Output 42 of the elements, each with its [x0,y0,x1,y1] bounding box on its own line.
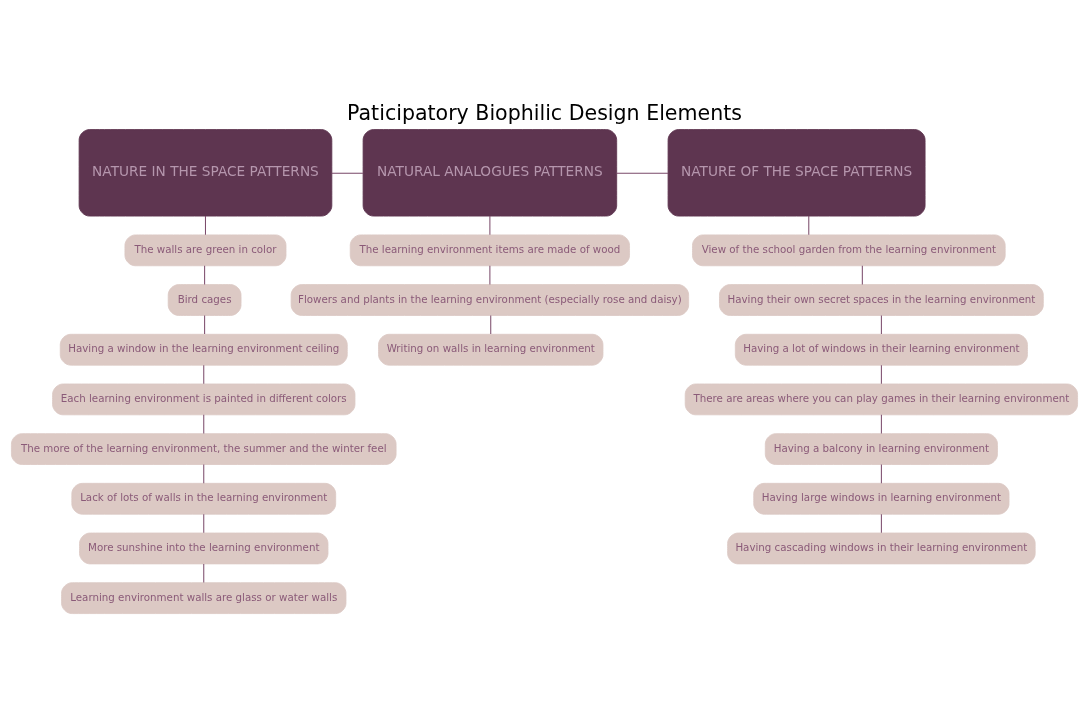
node-box: The learning environment items are made of wood [349,234,630,266]
node-box: The more of the learning environment, the summer and the winter feel [11,432,397,465]
node-box: Learning environment walls are glass or water walls [61,581,347,614]
connector [880,513,882,533]
node-box: NATURE OF THE SPACE PATTERNS [667,128,926,216]
node-box: Having their own secret spaces in the learning environment [719,283,1044,316]
node-box: NATURE IN THE SPACE PATTERNS [78,128,333,216]
node-box: View of the school garden from the learning environment [692,234,1006,266]
connector [880,364,882,384]
node-box: Bird cages [167,283,242,316]
node-box: Flowers and plants in the learning environment (especially rose and daisy) [290,283,690,316]
connector [490,314,492,335]
connector [203,562,205,583]
node-box: Having a window in the learning environment ceiling [59,333,348,366]
connector [204,215,206,235]
node-box: The walls are green in color [124,234,287,266]
connector [880,413,882,434]
connector [616,172,669,174]
diagram-title: Paticipatory Biophilic Design Elements [347,100,742,125]
connector [880,314,882,335]
node-box: Having a lot of windows in their learning environment [734,333,1028,366]
node-box: NATURAL ANALOGUES PATTERNS [362,128,618,216]
node-box: Having cascading windows in their learning environment [727,532,1036,564]
node-box: Each learning environment is painted in different colors [52,383,356,415]
connector [489,215,491,235]
connector [203,513,205,533]
connector [861,264,863,285]
node-box: Writing on walls in learning environment [378,333,604,366]
connector [808,215,810,235]
node-box: Lack of lots of walls in the learning environment [71,482,337,515]
node-box: More sunshine into the learning environment [79,532,329,564]
connector [880,463,882,484]
connector [204,264,206,285]
connector [203,463,205,484]
connector [204,314,206,335]
connector [203,413,205,434]
connector [489,264,491,285]
connector [203,364,205,384]
node-box: Having large windows in learning environment [753,482,1010,515]
node-box: Having a balcony in learning environment [764,432,998,465]
connector [331,172,364,174]
node-box: There are areas where you can play games in their learning environment [684,383,1078,415]
